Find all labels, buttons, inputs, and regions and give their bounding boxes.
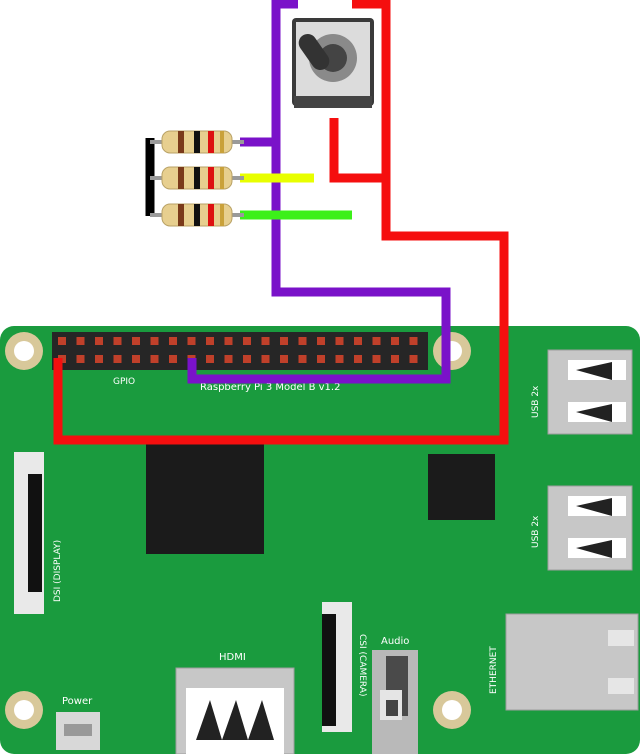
dsi-label: DSI (DISPLAY)	[53, 540, 63, 602]
gpio-pin	[243, 337, 251, 345]
ethernet-label: ETHERNET	[489, 646, 499, 694]
gpio-pin	[372, 355, 381, 363]
gpio-pin	[206, 355, 214, 363]
gpio-pin	[76, 337, 85, 345]
audio-label: Audio	[381, 636, 409, 647]
gpio-pin	[409, 337, 418, 345]
gpio-pin	[335, 355, 344, 363]
red-wire-pot	[329, 118, 386, 183]
gpio-pin	[150, 355, 159, 363]
gpio-label: GPIO	[113, 377, 135, 387]
gpio-pin	[113, 355, 122, 363]
hdmi-port	[175, 667, 295, 754]
power-label: Power	[62, 696, 93, 707]
gpio-pin	[335, 337, 344, 345]
audio-jack	[372, 650, 418, 754]
gpio-pin	[354, 355, 362, 363]
gpio-pin	[298, 337, 307, 345]
csi-label: CSI (CAMERA)	[357, 634, 367, 696]
gpio-pin	[243, 355, 251, 363]
gpio-pin	[298, 355, 307, 363]
potentiometer	[292, 18, 374, 108]
gpio-pin	[206, 337, 214, 345]
resistor-3	[150, 203, 244, 227]
csi-connector	[322, 602, 352, 732]
gpio-pin	[224, 337, 233, 345]
resistors	[150, 130, 244, 227]
gpio-pin	[354, 337, 362, 345]
gpio-pin	[317, 337, 325, 345]
dsi-connector	[14, 452, 44, 614]
gpio-pin	[391, 355, 399, 363]
hdmi-label: HDMI	[219, 652, 246, 663]
power-port	[56, 712, 100, 750]
ethernet-port	[505, 613, 639, 711]
usb-bottom-label: USB 2x	[531, 515, 541, 548]
gpio-pin	[317, 355, 325, 363]
gpio-header	[52, 332, 428, 370]
purple-wire	[187, 0, 451, 384]
board-model-text: Raspberry Pi 3 Model B v1.2	[200, 382, 340, 393]
gpio-pin	[391, 337, 399, 345]
gpio-pin	[280, 355, 288, 363]
gpio-pin	[280, 337, 288, 345]
gpio-pin	[76, 355, 85, 363]
gpio-pin	[372, 337, 381, 345]
lan-chip	[428, 454, 495, 520]
gpio-pin	[95, 355, 103, 363]
resistor-2	[150, 166, 244, 190]
cpu-chip	[146, 444, 264, 554]
gpio-pin	[169, 337, 177, 345]
gpio-pin	[261, 355, 270, 363]
gpio-pin	[58, 337, 66, 345]
red-wire-top	[53, 0, 509, 445]
usb-port-top	[547, 349, 633, 435]
usb-port-bottom	[547, 485, 633, 571]
gpio-pin	[113, 337, 122, 345]
gpio-pin	[132, 337, 140, 345]
gpio-pin	[409, 355, 418, 363]
gpio-pin	[224, 355, 233, 363]
gpio-pin	[150, 337, 159, 345]
gpio-pin	[261, 337, 270, 345]
gpio-pin	[187, 337, 196, 345]
gpio-pin	[132, 355, 140, 363]
resistor-1	[150, 130, 244, 154]
raspberry-pi-board	[0, 326, 640, 754]
gpio-pin	[169, 355, 177, 363]
usb-top-label: USB 2x	[531, 385, 541, 418]
gpio-pin	[95, 337, 103, 345]
